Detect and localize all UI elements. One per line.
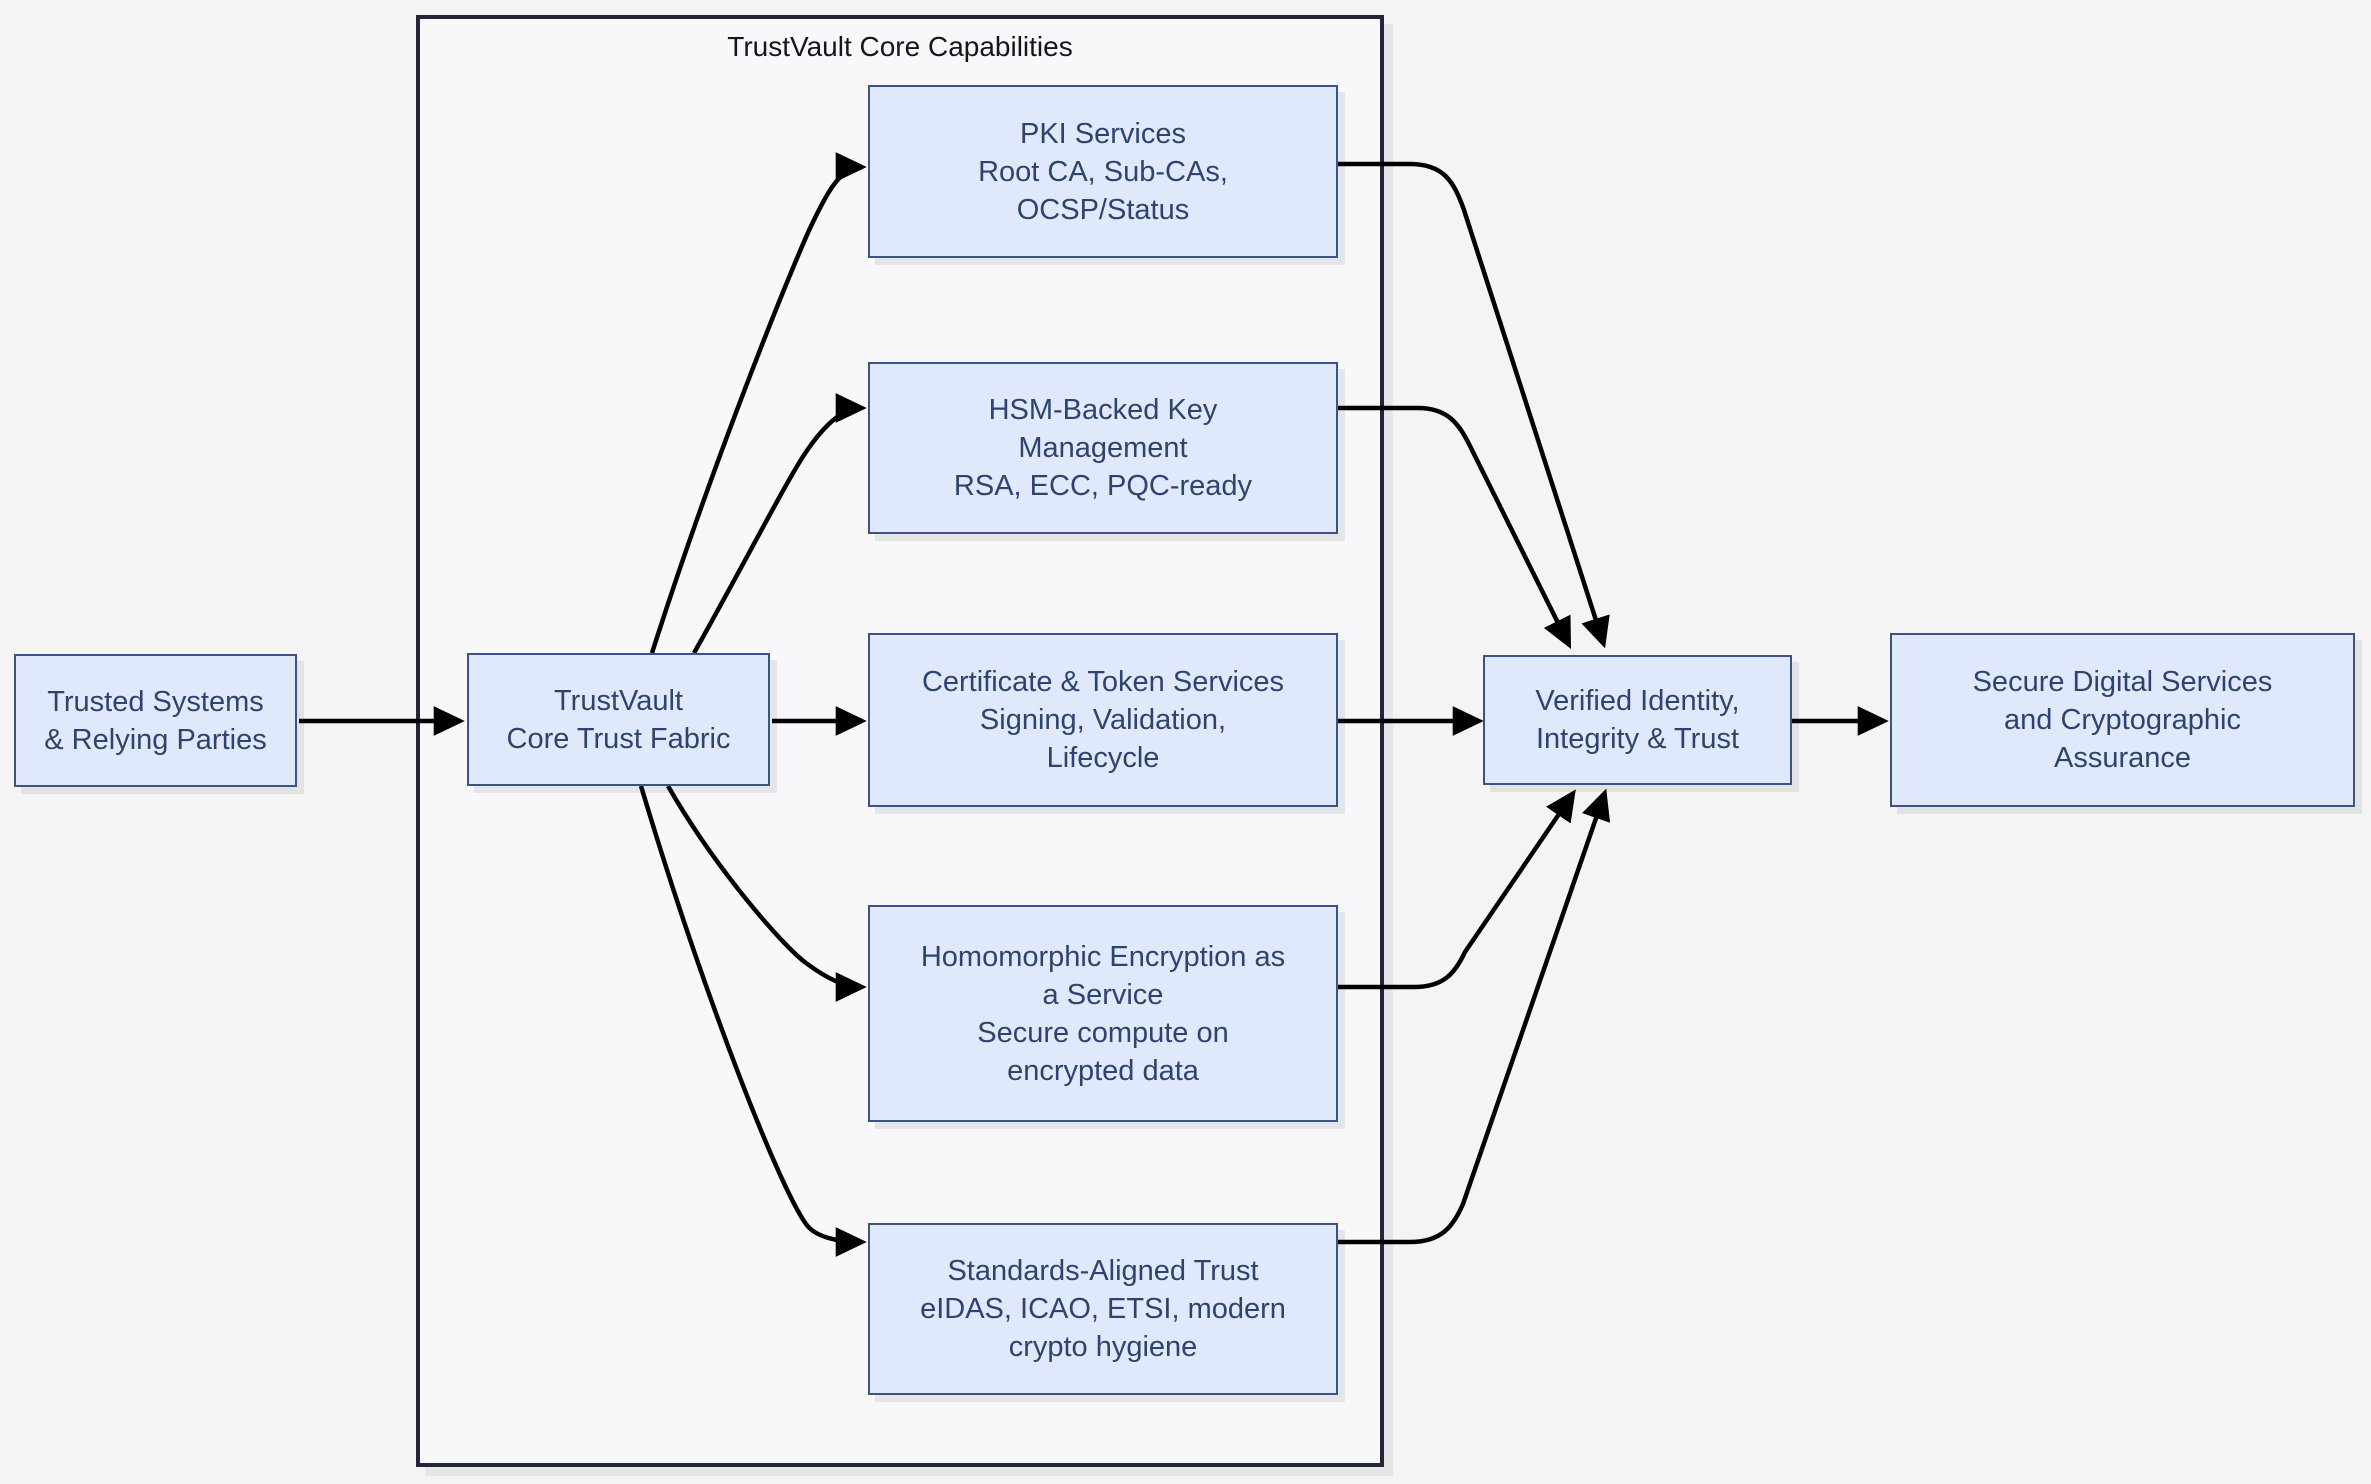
node-standards-aligned-trust-label: Standards-Aligned Trust eIDAS, ICAO, ETS… [920,1255,1286,1363]
edge-homomorphic-to-verified [1338,789,1576,990]
edge-fabric-to-standards [638,785,867,1257]
node-pki-services-label: PKI Services Root CA, Sub-CAs, OCSP/Stat… [978,117,1228,226]
node-trusted-systems: Trusted Systems & Relying Parties [14,654,297,787]
node-core-trust-fabric-label: TrustVault Core Trust Fabric [506,684,731,755]
edge-fabric-to-hsm [692,393,867,655]
node-core-trust-fabric: TrustVault Core Trust Fabric [467,653,770,786]
edge-hsm-to-verified [1338,405,1572,650]
node-certificate-token-services-label: Certificate & Token Services Signing, Va… [921,666,1285,774]
edge-fabric-to-homomorphic [666,784,867,1002]
node-homomorphic-encryption: Homomorphic Encryption as a Service Secu… [868,905,1338,1122]
edge-pki-to-verified [1338,161,1610,649]
node-pki-services: PKI Services Root CA, Sub-CAs, OCSP/Stat… [868,85,1338,258]
cluster-title: TrustVault Core Capabilities [727,31,1073,62]
node-secure-digital-services-label: Secure Digital Services and Cryptographi… [1972,666,2273,774]
node-secure-digital-services: Secure Digital Services and Cryptographi… [1890,633,2355,807]
edge-standards-to-verified [1338,788,1611,1245]
node-verified-identity: Verified Identity, Integrity & Trust [1483,655,1792,785]
node-hsm-key-management-label: HSM-Backed Key Management RSA, ECC, PQC-… [953,394,1253,502]
node-verified-identity-label: Verified Identity, Integrity & Trust [1535,685,1740,755]
node-homomorphic-encryption-label: Homomorphic Encryption as a Service Secu… [920,940,1286,1087]
node-standards-aligned-trust: Standards-Aligned Trust eIDAS, ICAO, ETS… [868,1223,1338,1395]
node-certificate-token-services: Certificate & Token Services Signing, Va… [868,633,1338,807]
node-trusted-systems-label: Trusted Systems & Relying Parties [44,685,267,756]
node-hsm-key-management: HSM-Backed Key Management RSA, ECC, PQC-… [868,362,1338,534]
edge-fabric-to-pki [649,152,867,654]
